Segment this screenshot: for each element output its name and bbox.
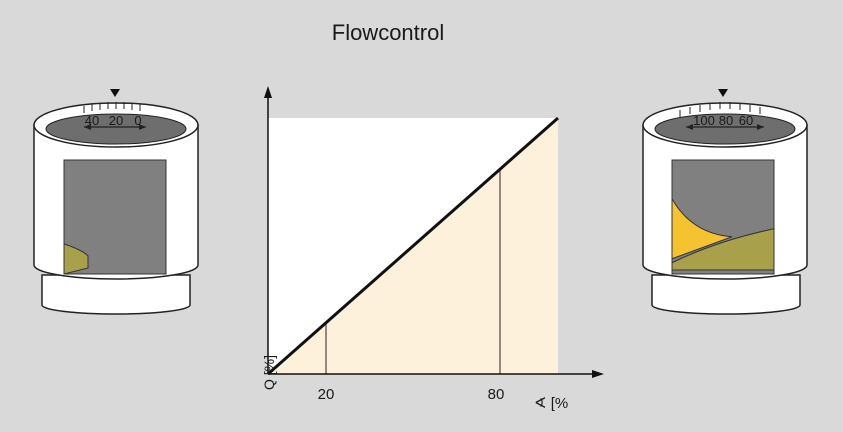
left-valve-scale-0: 0 — [134, 113, 141, 128]
right-valve-scale-80: 80 — [719, 113, 733, 128]
x-axis-unit-label: ∢ [% — [534, 395, 568, 412]
diagram-title: Flowcontrol — [332, 20, 444, 45]
right-valve-pointer — [718, 89, 728, 97]
left-valve-arrowhead-left — [84, 124, 91, 130]
right-valve-scale-ticks — [679, 102, 761, 117]
y-axis-arrowhead — [264, 86, 272, 98]
right-valve-scale-60: 60 — [739, 113, 753, 128]
right-valve-flow-front — [671, 196, 733, 260]
left-valve-flow-opening — [63, 243, 89, 275]
left-valve-scale-ticks — [83, 102, 141, 113]
y-axis-unit-label: Q [%] — [261, 355, 277, 390]
x-axis-arrowhead — [592, 370, 604, 378]
flow-line — [267, 116, 559, 376]
right-valve-arrowhead-left — [686, 124, 693, 130]
right-valve-disc — [654, 113, 796, 145]
left-valve-pointer — [110, 89, 120, 97]
right-valve-illustration: 100 80 60 — [642, 89, 808, 315]
flow-characteristic-chart: 20 80 ∢ [% Q [%] — [261, 86, 604, 412]
x-tick-label-20: 20 — [318, 386, 335, 403]
left-valve-arrowhead-right — [139, 124, 146, 130]
left-valve-scale-20: 20 — [109, 113, 123, 128]
x-tick-label-80: 80 — [488, 386, 505, 403]
right-valve-flow-opening — [671, 228, 775, 271]
left-valve-base — [41, 274, 191, 315]
right-valve-arrowhead-right — [757, 124, 764, 130]
left-valve-scale-40: 40 — [85, 113, 99, 128]
left-valve-illustration: 40 20 0 — [33, 89, 199, 315]
right-valve-scale-100: 100 — [693, 113, 715, 128]
right-valve-base — [651, 274, 801, 315]
left-valve-disc — [45, 113, 187, 145]
